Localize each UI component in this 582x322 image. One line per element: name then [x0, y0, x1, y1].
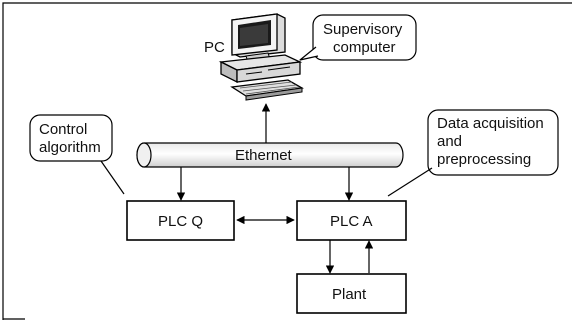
supervisory-line-2: computer — [333, 39, 396, 56]
computer-icon — [218, 13, 304, 101]
plc-q-block: PLC Q — [126, 200, 235, 241]
control-line-2: algorithm — [39, 139, 101, 156]
ethernet-label: Ethernet — [235, 147, 293, 164]
data-acq-line-3: preprocessing — [437, 151, 531, 168]
data-acq-line-2: and — [437, 133, 462, 150]
control-algorithm-callout: Control algorithm — [29, 114, 125, 195]
control-line-1: Control — [39, 121, 87, 138]
plc-q-label: PLC Q — [158, 213, 203, 230]
data-acq-line-1: Data acquisition — [437, 115, 544, 132]
svg-text:Data acquisition and: Data acquisition and preprocessing — [437, 115, 548, 168]
supervisory-callout: Supervisory computer — [299, 14, 417, 61]
svg-text:Supervisory computer: Supervisory computer — [323, 21, 406, 56]
figure-frame — [2, 2, 572, 320]
plc-a-label: PLC A — [330, 213, 373, 230]
svg-text:Control algorithm: Control algorithm — [39, 121, 101, 156]
plant-label: Plant — [332, 286, 367, 303]
pc-label: PC — [204, 39, 225, 56]
ethernet-bus: Ethernet — [136, 142, 404, 168]
supervisory-line-1: Supervisory — [323, 21, 403, 38]
plant-block: Plant — [296, 273, 407, 314]
data-acquisition-callout: Data acquisition and preprocessing — [387, 109, 559, 197]
plc-a-block: PLC A — [296, 200, 407, 241]
